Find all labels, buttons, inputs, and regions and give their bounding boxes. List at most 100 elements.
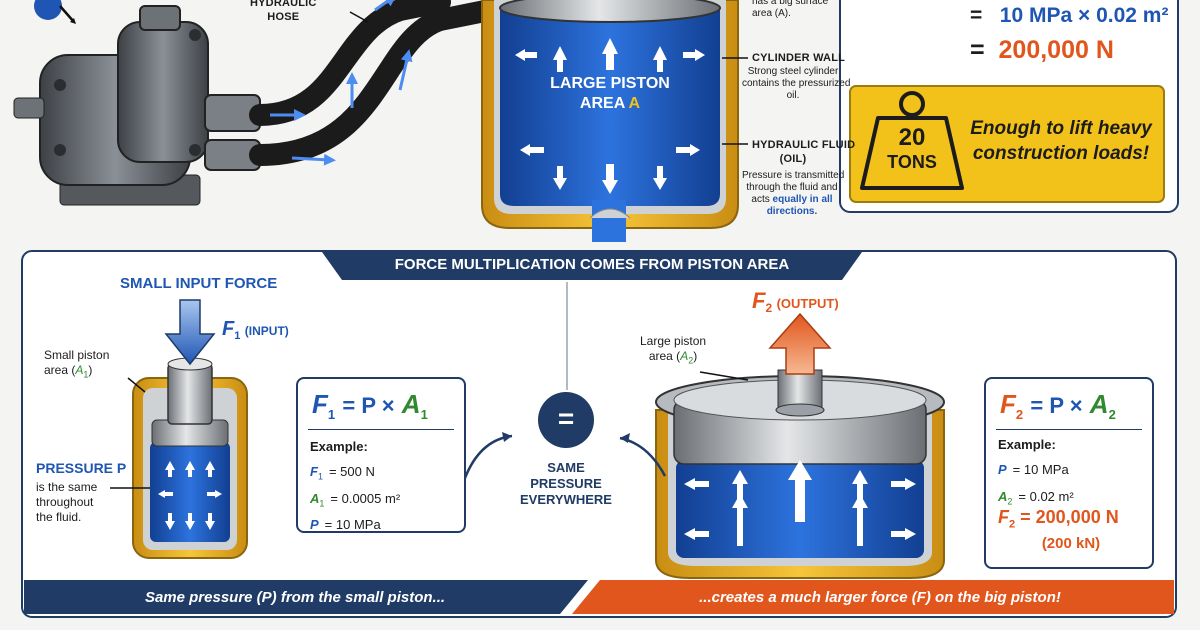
weight-icon xyxy=(860,91,964,190)
piston-note: has a big surface area (A). xyxy=(752,0,829,19)
calc-value-1: 10 MPa × 0.02 m² xyxy=(999,4,1169,27)
pressure-desc: is the same throughout the fluid. xyxy=(36,480,98,524)
fluid-desc-highlight: equally in all directions. xyxy=(766,194,833,217)
small-piston-area-var: A xyxy=(75,363,84,377)
calc-equals-2: = xyxy=(970,36,985,64)
large-piston-area-var: A xyxy=(680,349,689,363)
example-row-value: = 500 N xyxy=(328,464,375,479)
f2-symbol: F xyxy=(752,288,766,313)
output-force-arrow xyxy=(768,312,832,375)
example-row: A1 = 0.0005 m² xyxy=(310,488,400,515)
example-row-subscript: 2 xyxy=(1007,496,1013,507)
weight-callout-bg xyxy=(849,85,1165,203)
large-piston-area-label: Large piston area (A2) xyxy=(640,334,707,366)
right-example-label: Example: xyxy=(998,437,1056,452)
f2-tag: (OUTPUT) xyxy=(776,296,839,311)
calc-equals-1: = xyxy=(970,4,983,27)
fluid-title: HYDRAULIC FLUID (OIL) xyxy=(752,139,856,165)
bottom-title-banner xyxy=(322,252,862,280)
example-row-symbol: P xyxy=(998,462,1007,477)
cylinder-wall-title: CYLINDER WALL xyxy=(752,52,846,64)
cylinder-wall-desc: Strong steel cylinder contains the press… xyxy=(742,66,851,101)
calc-value-2: 200,000 N xyxy=(998,36,1114,64)
f1-symbol: F xyxy=(222,318,235,340)
fluid-pressure-arrows-small xyxy=(158,461,222,530)
example-row-value: = 0.0005 m² xyxy=(330,490,401,506)
large-piston-label-var: A xyxy=(628,95,641,112)
left-formula-fsub: 1 xyxy=(327,407,336,423)
example-row: P = 10 MPa xyxy=(310,514,400,541)
example-row-value: = 10 MPa xyxy=(1012,462,1069,477)
weight-num: 20 xyxy=(898,124,926,151)
fluid-pressure-arrows-top xyxy=(515,38,705,194)
example-row: F1 = 500 N xyxy=(310,461,400,488)
example-row-value: = 0.02 m² xyxy=(1018,488,1074,504)
banner-right-bg xyxy=(566,580,1174,614)
right-formula-f: F xyxy=(1000,389,1016,419)
large-piston-label-line1: LARGE PISTON xyxy=(550,75,670,92)
f1-input-label: F1 (INPUT) xyxy=(222,318,289,342)
banner-left-bg xyxy=(24,580,590,614)
example-row: P = 10 MPa xyxy=(998,459,1074,486)
fluid-desc-text: Pressure is transmitted through the flui… xyxy=(742,170,845,205)
right-formula-asub: 2 xyxy=(1108,407,1116,423)
left-formula-eq: = P × xyxy=(342,393,395,418)
fluid-pressure-arrows-large xyxy=(684,460,916,546)
example-row: A2 = 0.02 m² xyxy=(998,486,1074,513)
left-formula-asub: 1 xyxy=(420,407,428,423)
large-piston-area-text: Large piston area ( xyxy=(640,334,707,363)
right-formula-a: A xyxy=(1089,389,1109,419)
left-example-label: Example: xyxy=(310,439,368,454)
example-row-value: = 10 MPa xyxy=(324,517,381,533)
bottom-title: FORCE MULTIPLICATION COMES FROM PISTON A… xyxy=(394,256,790,273)
right-result-kn: (200 kN) xyxy=(1041,535,1101,552)
left-formula-f: F xyxy=(312,389,328,419)
right-formula-fsub: 2 xyxy=(1015,407,1024,423)
weight-caption: Enough to lift heavy construction loads! xyxy=(970,118,1152,164)
hose-label: HYDRAULIC HOSE xyxy=(250,0,317,23)
large-piston-label-line2: AREA xyxy=(579,95,625,112)
banner-left-text: Same pressure (P) from the small piston.… xyxy=(144,589,446,606)
pump-illustration xyxy=(13,0,261,206)
small-piston-area-sub: 1 xyxy=(83,369,89,380)
f1-tag: (INPUT) xyxy=(244,324,289,338)
weight-unit: TONS xyxy=(887,152,937,172)
example-row-symbol: P xyxy=(310,517,319,533)
pressure-title: PRESSURE P xyxy=(36,460,127,476)
fluid-desc: Pressure is transmitted through the flui… xyxy=(742,170,845,218)
calc-line1: = 10 MPa × 0.02 m² xyxy=(970,4,1168,28)
example-row-symbol: A xyxy=(310,490,320,506)
large-piston-label: LARGE PISTON AREA A xyxy=(540,74,680,114)
f2-subscript: 2 xyxy=(765,301,773,316)
f2-output-label: F2 (OUTPUT) xyxy=(752,288,839,315)
f1-subscript: 1 xyxy=(234,330,241,343)
left-formula-a: A xyxy=(401,389,421,419)
example-row-symbol: A xyxy=(998,488,1008,504)
example-row-symbol: F xyxy=(310,464,318,479)
same-pressure-text: SAME PRESSURE EVERYWHERE xyxy=(520,460,612,507)
banner-right-text: ...creates a much larger force (F) on th… xyxy=(699,589,1061,606)
right-result-sub: 2 xyxy=(1009,518,1016,531)
left-formula: F1 = P × A1 xyxy=(312,389,428,422)
right-formula: F2 = P × A2 xyxy=(1000,389,1116,422)
small-piston-area-text: Small piston area ( xyxy=(44,348,110,377)
calc-line2: = 200,000 N xyxy=(970,36,1114,65)
example-row-subscript: 1 xyxy=(319,498,325,509)
small-piston-area-label: Small piston area (A1) xyxy=(44,348,110,380)
center-equals-sign: = xyxy=(557,403,575,434)
right-result: F2 = 200,000 N xyxy=(998,507,1119,531)
small-input-force-label: SMALL INPUT FORCE xyxy=(120,275,278,292)
right-result-val: = 200,000 N xyxy=(1020,507,1119,527)
hydraulic-hoses xyxy=(249,0,501,166)
large-cylinder xyxy=(481,0,739,242)
input-force-arrow xyxy=(164,299,216,366)
right-result-sym: F xyxy=(998,507,1009,527)
right-formula-eq: = P × xyxy=(1030,393,1083,418)
equals-circle xyxy=(538,392,594,448)
example-row-subscript: 1 xyxy=(317,471,323,482)
large-piston-area-sub: 2 xyxy=(688,355,694,366)
